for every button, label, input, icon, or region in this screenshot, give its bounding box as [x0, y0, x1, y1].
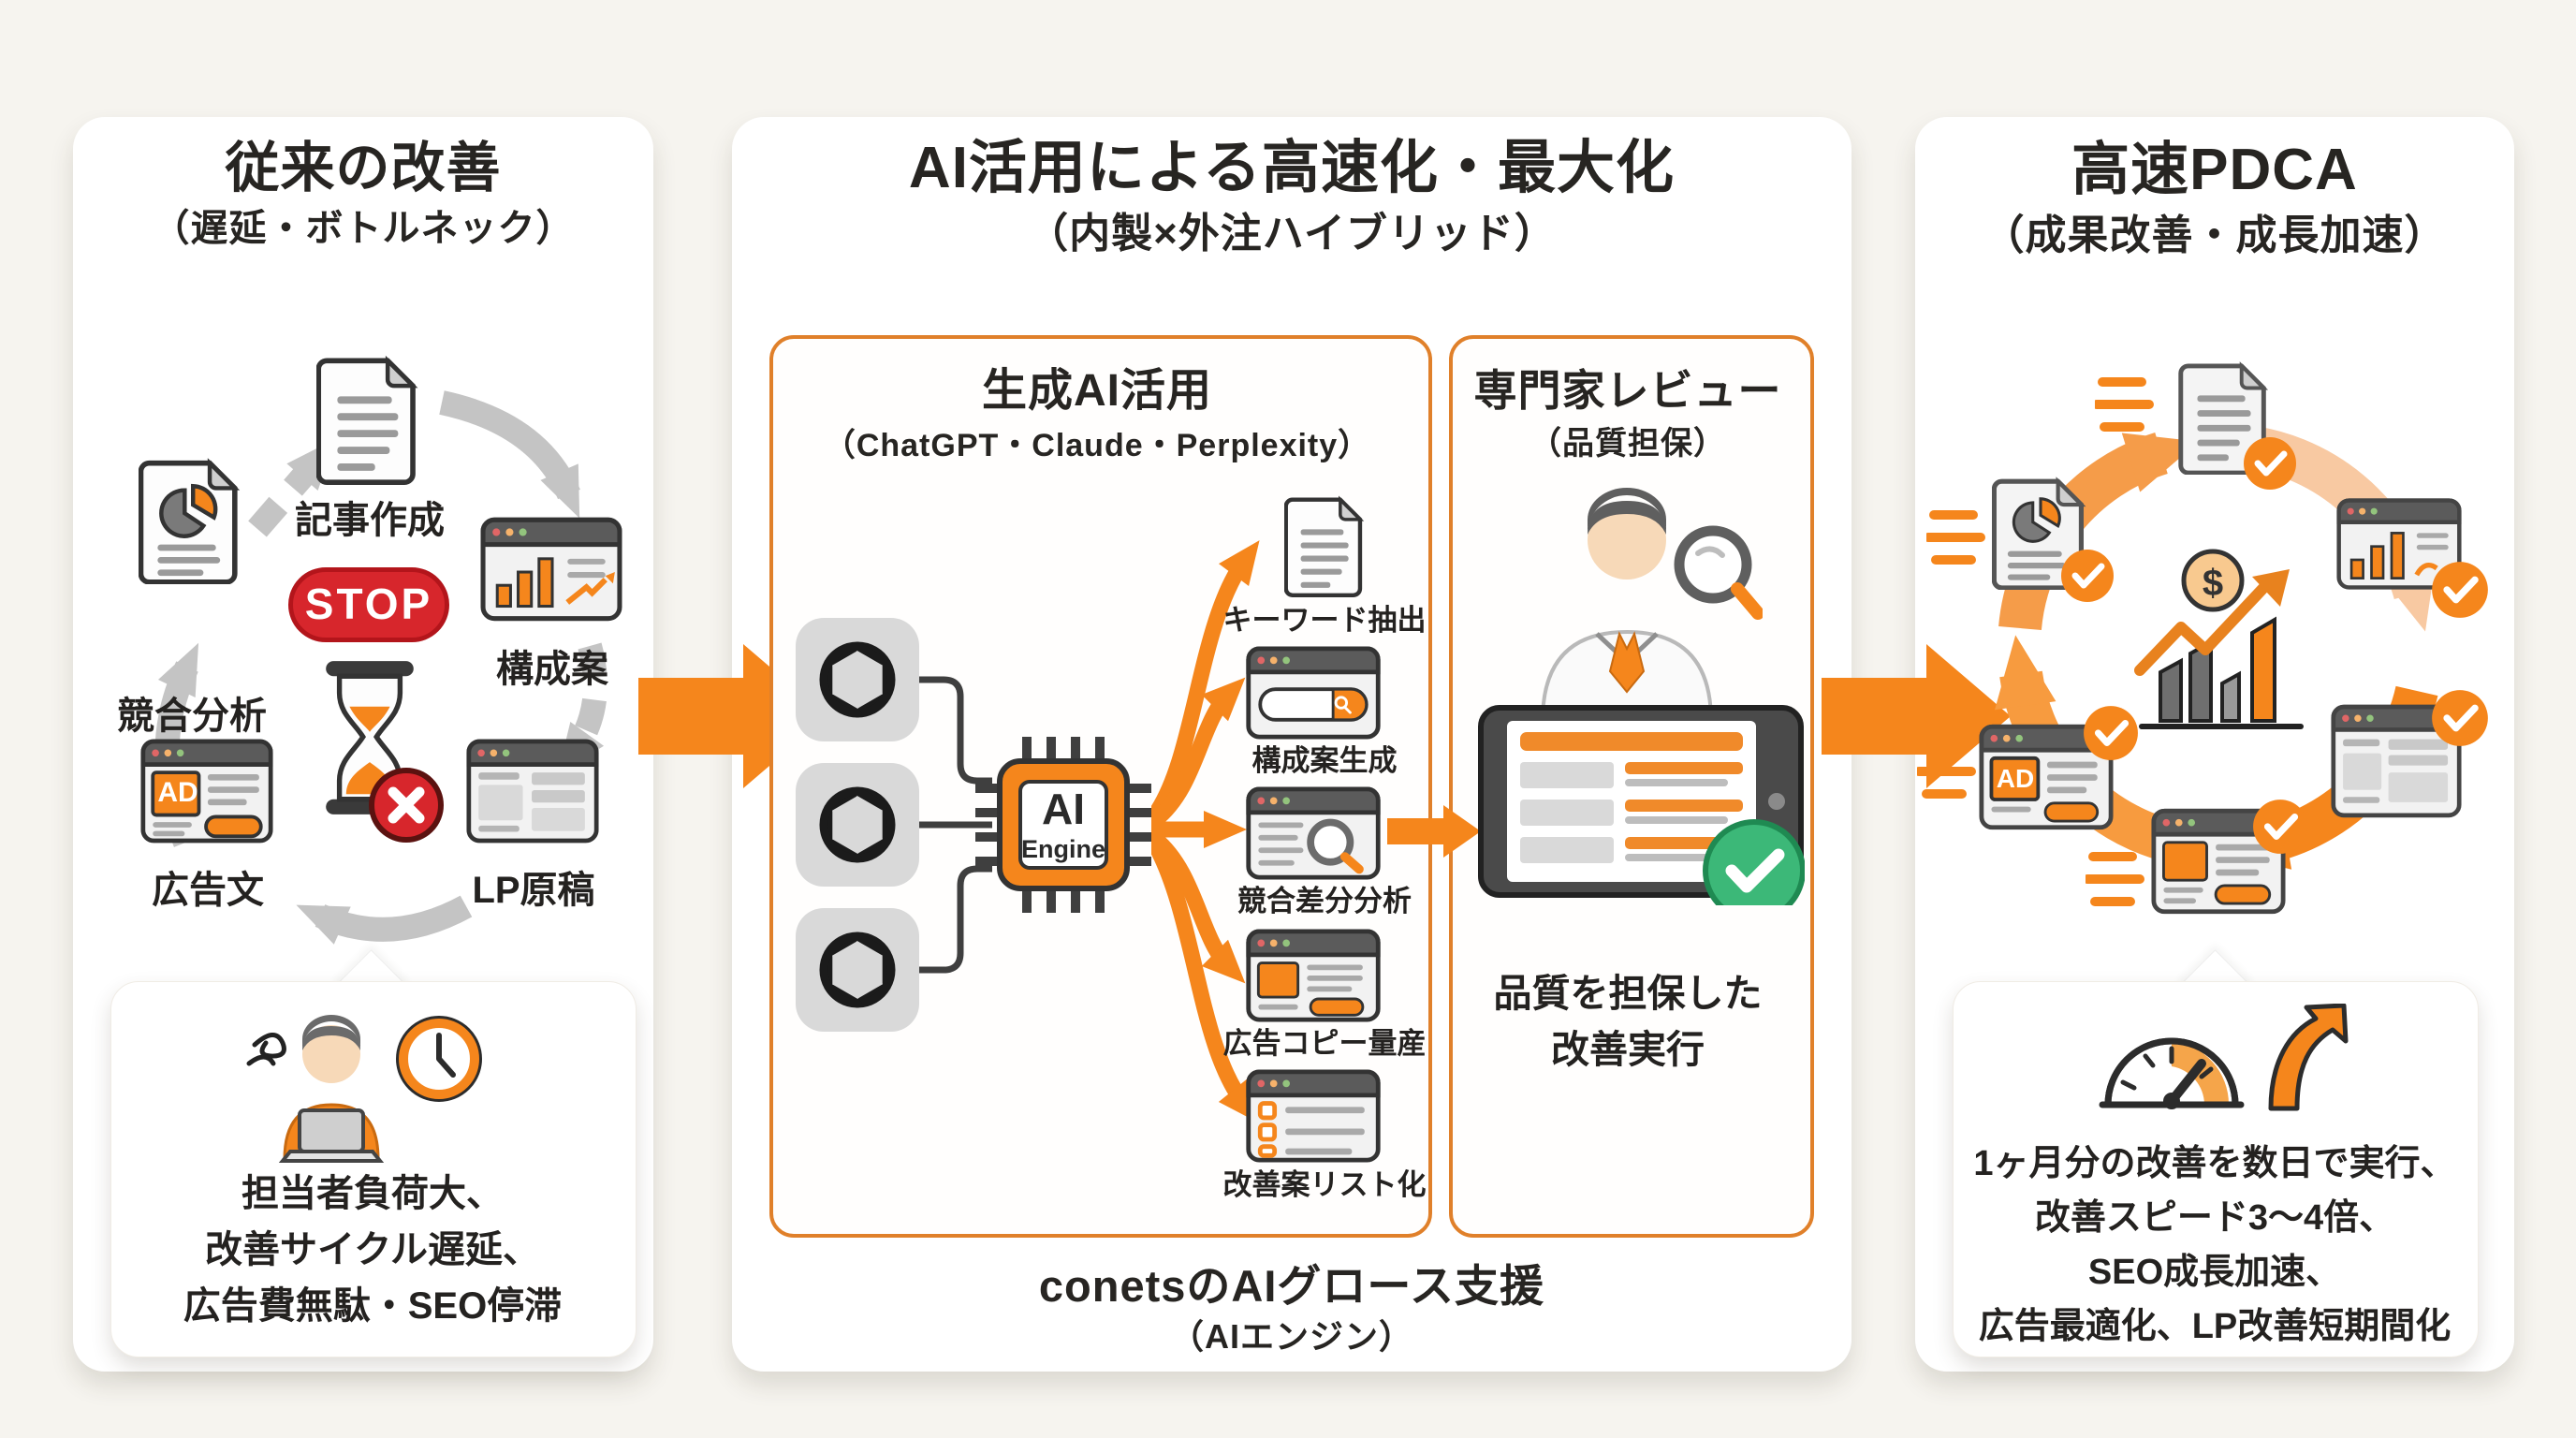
- coin-icon: [2181, 549, 2245, 612]
- expert-caption-line1: 品質を担保した: [1493, 972, 1763, 1015]
- fanout-arrows: [1151, 540, 1261, 1124]
- keyword-document-icon: [1284, 495, 1365, 597]
- output-label-adcopy: 広告コピー量産: [1222, 1027, 1427, 1060]
- cycle-label-adcopy: 広告文: [152, 870, 264, 911]
- coin-symbol: $: [2202, 563, 2224, 604]
- expert-title: 専門家レビュー: [1473, 366, 1782, 415]
- right-callout-line3: SEO成長加速、: [2087, 1253, 2342, 1292]
- expert-subtitle: （品質担保）: [1530, 426, 1726, 462]
- speed-lines: [2086, 852, 2144, 906]
- right-panel-title: 高速PDCA: [2071, 138, 2358, 202]
- left-panel-title: 従来の改善: [225, 138, 502, 198]
- openai-logo-tile-3: [796, 908, 919, 1032]
- right-callout-line1: 1ヶ月分の改善を数日で実行、: [1973, 1144, 2456, 1183]
- ad-browser-icon: [140, 739, 273, 844]
- right-panel-subtitle: （成果改善・成長加速）: [1983, 213, 2447, 258]
- ad-copy-browser-icon: [1246, 929, 1381, 1022]
- gen-ai-title: 生成AI活用: [981, 366, 1212, 416]
- output-label-list: 改善案リスト化: [1222, 1168, 1427, 1201]
- speed-lines: [1926, 510, 1985, 565]
- expert-person-icon: [1540, 488, 1763, 721]
- openai-logo-icon: [811, 778, 904, 872]
- outline-chart-browser-icon: [480, 517, 622, 622]
- right-callout-line2: 改善スピード3〜4倍、: [2034, 1198, 2395, 1238]
- green-check-icon: [1703, 819, 1805, 905]
- openai-logo-tile-1: [796, 618, 919, 741]
- speed-lines: [2095, 377, 2154, 432]
- ad-badge-right: AD: [1996, 764, 2035, 793]
- openai-logo-icon: [811, 633, 904, 726]
- article-document-icon: [316, 355, 418, 485]
- cycle-label-article: 記事作成: [295, 500, 445, 541]
- lp-browser-icon: [466, 739, 599, 844]
- cycle-label-outline: 構成案: [496, 649, 608, 690]
- left-callout: [110, 981, 637, 1357]
- cycle-label-competitor: 競合分析: [117, 696, 267, 737]
- speed-lines: [1917, 744, 1976, 799]
- clock-icon: [396, 1016, 482, 1102]
- pdca-ad-browser-icon: [1979, 724, 2114, 830]
- output-label-diff: 競合差分分析: [1237, 885, 1412, 917]
- right-callout-line4: 広告最適化、LP改善短期間化: [1978, 1307, 2452, 1346]
- pdca-content-browser-icon: [2331, 704, 2462, 818]
- cycle-label-lp: LP原稿: [472, 870, 595, 911]
- output-label-keyword: キーワード抽出: [1222, 604, 1427, 637]
- review-tablet-icon: [1478, 705, 1805, 905]
- expert-caption-line2: 改善実行: [1551, 1028, 1705, 1071]
- speedometer-icon: [2099, 1037, 2245, 1109]
- stop-badge: STOP: [288, 567, 449, 642]
- pdca-document-icon: [2178, 361, 2269, 475]
- middle-footer-line2: （AIエンジン）: [1169, 1317, 1413, 1356]
- right-callout: [1953, 981, 2479, 1357]
- arrow-to-expert: [1387, 805, 1481, 858]
- check-badge-icon: [2244, 437, 2296, 490]
- openai-logo-tile-2: [796, 763, 919, 887]
- openai-logo-icon: [811, 923, 904, 1017]
- left-callout-line2: 改善サイクル遅延、: [205, 1229, 540, 1270]
- middle-panel-subtitle: （内製×外注ハイブリッド）: [1027, 211, 1557, 257]
- x-badge-icon: [369, 768, 444, 843]
- left-callout-line1: 担当者負荷大、: [242, 1173, 504, 1214]
- up-arrow-icon: [2268, 1004, 2349, 1111]
- ad-badge-left: AD: [157, 777, 198, 808]
- checklist-browser-icon: [1246, 1069, 1381, 1163]
- output-label-outline: 構成案生成: [1251, 744, 1398, 777]
- check-badge-icon: [2432, 562, 2488, 618]
- left-callout-line3: 広告費無駄・SEO停滞: [183, 1285, 563, 1327]
- chip-label-ai: AI: [1042, 785, 1085, 833]
- gen-ai-subtitle: （ChatGPT・Claude・Perplexity）: [823, 428, 1371, 463]
- stressed-person-icon: [246, 1015, 385, 1163]
- middle-footer-line1: conetsのAIグロース支援: [1038, 1261, 1545, 1311]
- check-badge-icon: [2253, 800, 2307, 854]
- growth-chart-icon: [2134, 569, 2304, 729]
- check-badge-icon: [2061, 550, 2114, 602]
- pdca-chart-browser-icon: [2336, 498, 2462, 590]
- middle-panel-title: AI活用による高速化・最大化: [908, 136, 1676, 200]
- left-panel-subtitle: （遅延・ボトルネック）: [152, 208, 575, 249]
- ai-engine-chip: [975, 737, 1151, 913]
- outline-gen-browser-icon: [1246, 646, 1381, 740]
- check-badge-icon: [2084, 706, 2138, 760]
- diff-analysis-browser-icon: [1246, 786, 1381, 880]
- chip-connectors: [919, 676, 992, 974]
- competitor-pie-document-icon: [139, 458, 241, 584]
- check-badge-icon: [2432, 690, 2488, 746]
- chip-label-engine: Engine: [1020, 835, 1105, 863]
